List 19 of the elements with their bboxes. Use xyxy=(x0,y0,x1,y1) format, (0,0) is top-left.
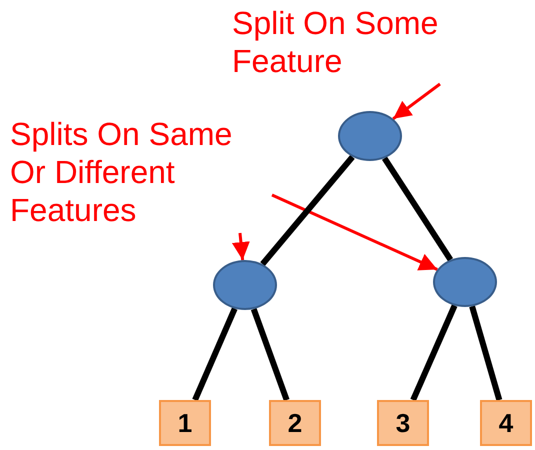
annotation-text: Split On Some Feature xyxy=(232,4,457,80)
leader-arrow xyxy=(271,194,438,271)
leaf-box xyxy=(159,400,211,446)
leaf-box xyxy=(269,400,321,446)
leaf-number: 3 xyxy=(396,408,410,438)
tree-branch-line xyxy=(469,306,502,401)
leader-arrow xyxy=(392,82,441,120)
leaf-box xyxy=(377,400,429,446)
annotation-text: Splits On Same Or Different Features xyxy=(10,115,272,229)
leaf-number: 4 xyxy=(498,408,514,438)
leader-arrow xyxy=(232,232,250,260)
tree-branch-line xyxy=(250,308,290,402)
leaf-number: 1 xyxy=(178,408,192,438)
circle-node xyxy=(433,257,497,307)
tree-branch-line xyxy=(410,304,458,402)
leaf-box xyxy=(480,400,532,446)
tree-branch-line xyxy=(260,154,355,266)
leaf-number: 2 xyxy=(288,408,302,438)
tree-branch-line xyxy=(192,307,238,402)
